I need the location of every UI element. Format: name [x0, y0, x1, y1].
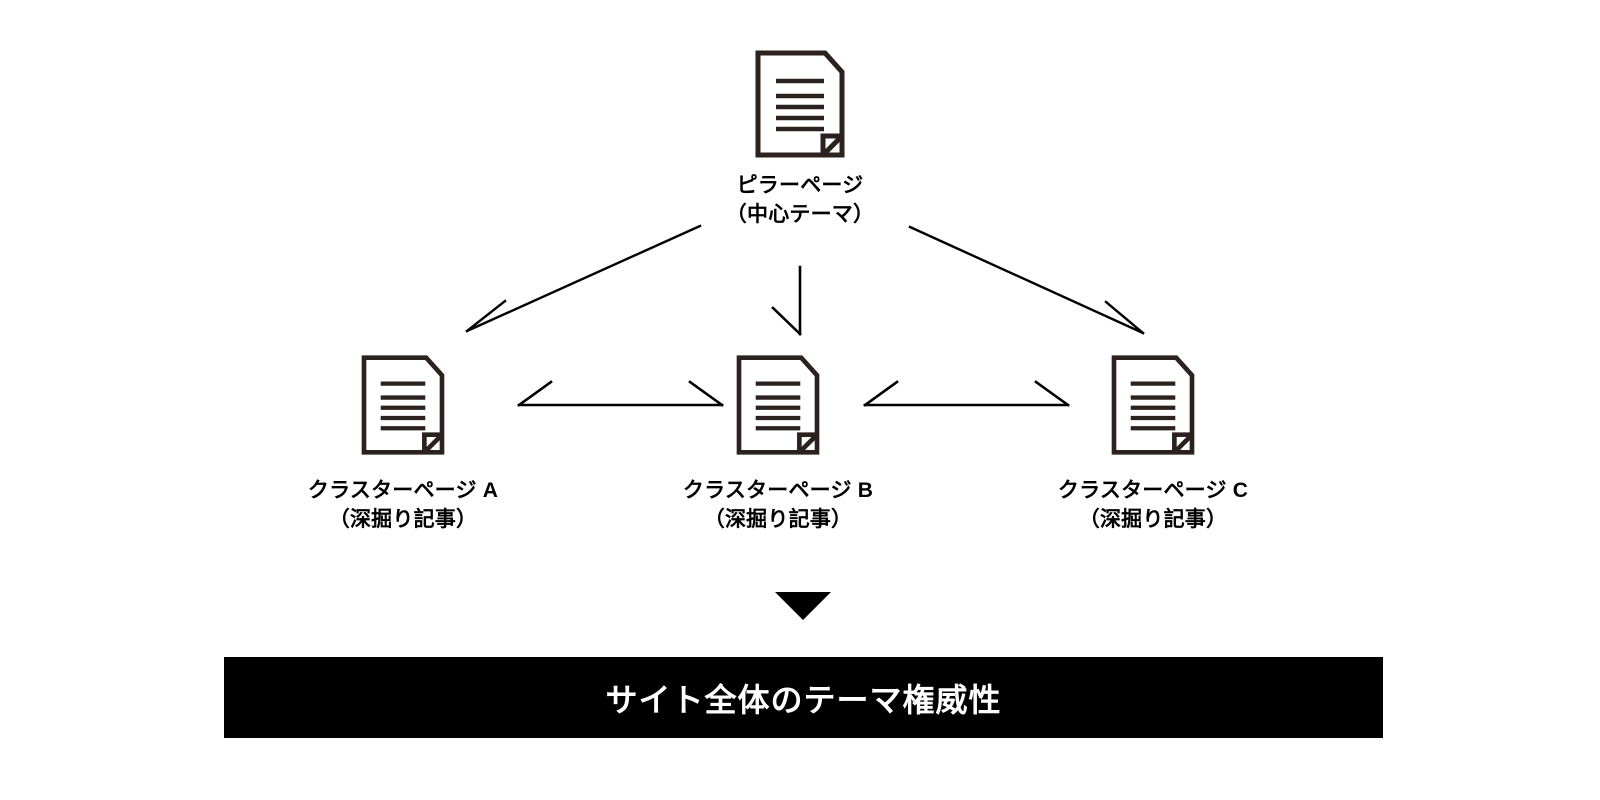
cluster-page-a-label-line2: （深掘り記事） — [328, 507, 478, 531]
cluster-page-c-label: クラスターページ C （深掘り記事） — [1058, 477, 1248, 535]
cluster-page-a-node[interactable]: クラスターページ A （深掘り記事） — [278, 353, 528, 535]
cluster-page-b-label-line1: クラスターページ B — [682, 479, 874, 502]
cluster-page-a-label-line1: クラスターページ A — [307, 479, 499, 502]
connector-cluster-a-to-cluster-b — [517, 380, 724, 407]
connector-pillar-to-cluster-a — [465, 224, 702, 333]
connector-pillar-to-cluster-c — [908, 225, 1145, 335]
document-icon — [361, 355, 445, 455]
pillar-page-node[interactable]: ピラーページ （中心テーマ） — [650, 48, 950, 230]
pillar-page-label: ピラーページ （中心テーマ） — [726, 172, 874, 230]
document-icon — [755, 50, 845, 158]
connector-pillar-to-cluster-b — [771, 265, 802, 336]
cluster-page-c-label-line2: （深掘り記事） — [1078, 507, 1228, 531]
cluster-page-b-label: クラスターページ B （深掘り記事） — [683, 477, 873, 535]
cluster-page-c-node[interactable]: クラスターページ C （深掘り記事） — [1028, 353, 1278, 535]
document-icon — [1111, 355, 1195, 455]
cluster-page-a-label: クラスターページ A （深掘り記事） — [308, 477, 498, 535]
cluster-page-b-node[interactable]: クラスターページ B （深掘り記事） — [653, 353, 903, 535]
triangle-down-icon — [775, 592, 831, 620]
outcome-banner-label: サイト全体のテーマ権威性 — [605, 681, 1002, 718]
cluster-page-b-label-line2: （深掘り記事） — [703, 507, 853, 531]
pillar-page-label-line2: （中心テーマ） — [725, 202, 875, 226]
connector-cluster-b-to-cluster-c — [863, 380, 1070, 407]
pillar-page-label-line1: ピラーページ — [736, 174, 864, 197]
outcome-banner: サイト全体のテーマ権威性 — [224, 657, 1383, 738]
cluster-page-c-label-line1: クラスターページ C — [1057, 479, 1249, 502]
document-icon — [736, 355, 820, 455]
